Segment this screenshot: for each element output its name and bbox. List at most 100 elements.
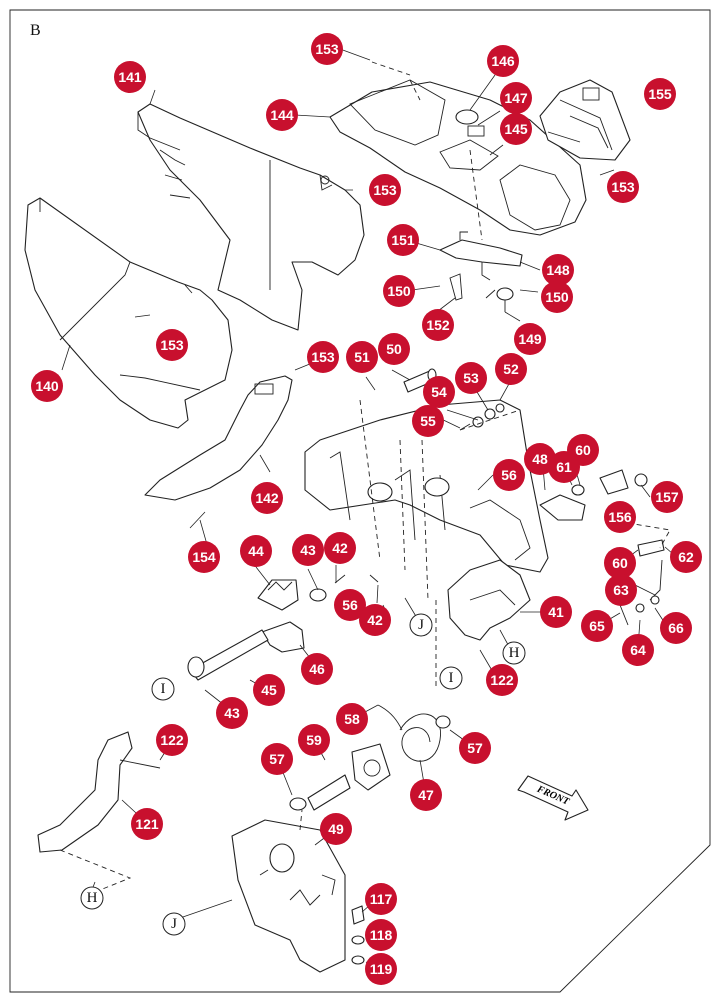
callout-153: 153 (607, 171, 639, 203)
svg-text:54: 54 (431, 384, 447, 400)
svg-text:42: 42 (367, 612, 383, 628)
svg-text:57: 57 (269, 751, 285, 767)
callout-44: 44 (240, 535, 272, 567)
svg-text:52: 52 (503, 361, 519, 377)
svg-text:118: 118 (370, 927, 393, 943)
fasteners-117-119 (351, 905, 365, 965)
callout-155: 155 (644, 78, 676, 110)
callout-41: 41 (540, 596, 572, 628)
callout-51: 51 (346, 341, 378, 373)
side-cover-upper (137, 103, 365, 331)
callout-61: 61 (548, 451, 580, 483)
svg-text:64: 64 (630, 642, 646, 658)
svg-text:156: 156 (608, 509, 632, 525)
callout-55: 55 (412, 405, 444, 437)
svg-text:48: 48 (532, 451, 548, 467)
svg-text:57: 57 (467, 740, 483, 756)
leader-dashed-5 (399, 439, 406, 571)
callout-59: 59 (298, 724, 330, 756)
lead-ref-lines (89, 597, 513, 919)
svg-text:153: 153 (373, 182, 397, 198)
ref-H-lower: H (80, 886, 104, 910)
svg-text:45: 45 (261, 682, 277, 698)
svg-text:43: 43 (300, 542, 316, 558)
svg-text:147: 147 (504, 90, 528, 106)
svg-text:152: 152 (426, 317, 450, 333)
ref-J-lower: J (162, 912, 186, 936)
callout-63: 63 (605, 574, 637, 606)
linkage-right-upper (539, 469, 648, 521)
leader-dashed-3 (469, 149, 483, 241)
ref-H-right: H (502, 641, 526, 665)
pedal-shield (447, 559, 531, 641)
callout-121: 121 (131, 808, 163, 840)
svg-text:153: 153 (311, 349, 335, 365)
svg-text:43: 43 (224, 705, 240, 721)
svg-text:146: 146 (491, 53, 515, 69)
svg-text:122: 122 (160, 732, 184, 748)
callout-56: 56 (493, 459, 525, 491)
svg-text:J: J (418, 617, 424, 633)
svg-text:46: 46 (309, 661, 325, 677)
svg-text:49: 49 (328, 821, 344, 837)
svg-text:122: 122 (490, 672, 514, 688)
callout-57: 57 (261, 743, 293, 775)
sheet-border (9, 9, 711, 993)
svg-text:66: 66 (668, 620, 684, 636)
callout-156: 156 (604, 501, 636, 533)
svg-text:119: 119 (370, 961, 393, 977)
callout-65: 65 (581, 610, 613, 642)
side-cover-left (24, 197, 233, 429)
svg-text:60: 60 (612, 555, 628, 571)
lower-pedal-bracket (231, 819, 346, 973)
svg-text:59: 59 (306, 732, 322, 748)
svg-text:41: 41 (548, 604, 564, 620)
callout-147: 147 (500, 82, 532, 114)
callout-45: 45 (253, 674, 285, 706)
callout-62: 62 (670, 541, 702, 573)
svg-text:155: 155 (648, 86, 672, 102)
callout-148: 148 (542, 254, 574, 286)
pedal-linkage (187, 574, 379, 681)
callout-58: 58 (336, 703, 368, 735)
svg-text:H: H (509, 645, 520, 661)
callout-149: 149 (514, 323, 546, 355)
svg-text:61: 61 (556, 459, 572, 475)
callout-118: 118 (365, 919, 397, 951)
svg-text:150: 150 (387, 283, 411, 299)
svg-text:141: 141 (118, 69, 142, 85)
callout-122: 122 (486, 664, 518, 696)
callout-153: 153 (156, 329, 188, 361)
leader-dashed-1 (371, 61, 411, 76)
svg-text:121: 121 (135, 816, 159, 832)
svg-text:65: 65 (589, 618, 605, 634)
lower-front-panel (144, 375, 293, 501)
callout-43: 43 (216, 697, 248, 729)
callout-153: 153 (311, 33, 343, 65)
spring-assembly (289, 704, 451, 811)
rod-linkage (619, 539, 665, 626)
svg-text:142: 142 (255, 490, 279, 506)
svg-text:60: 60 (575, 442, 591, 458)
callout-150: 150 (383, 275, 415, 307)
callout-144: 144 (266, 99, 298, 131)
svg-text:58: 58 (344, 711, 360, 727)
callout-152: 152 (422, 309, 454, 341)
svg-text:117: 117 (370, 891, 393, 907)
svg-text:53: 53 (463, 370, 479, 386)
svg-text:I: I (161, 681, 166, 697)
svg-text:153: 153 (315, 41, 339, 57)
callout-42: 42 (359, 604, 391, 636)
callout-141: 141 (114, 61, 146, 93)
svg-text:47: 47 (418, 787, 434, 803)
svg-text:42: 42 (332, 540, 348, 556)
lever-bracket-group (439, 231, 523, 312)
callout-53: 53 (455, 362, 487, 394)
svg-text:149: 149 (518, 331, 542, 347)
svg-text:44: 44 (248, 543, 264, 559)
pedal-bracket-frame (304, 399, 549, 573)
svg-text:H: H (87, 890, 98, 906)
callout-153: 153 (307, 341, 339, 373)
leader-dashed-2 (409, 79, 421, 101)
side-bracket-121 (37, 731, 161, 853)
